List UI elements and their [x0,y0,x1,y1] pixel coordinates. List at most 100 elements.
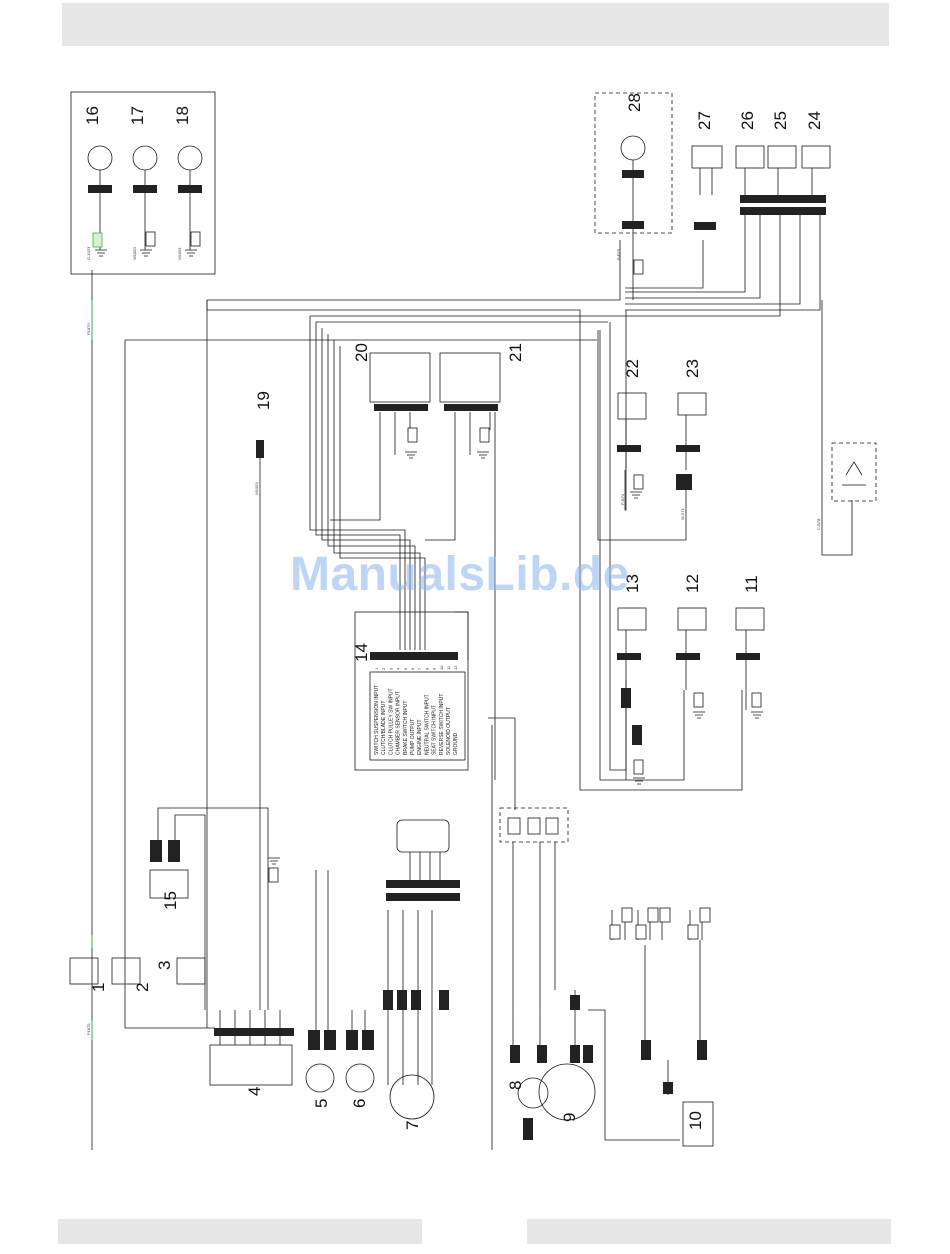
connector-9-c [570,1045,580,1063]
connector-28-b [622,221,644,229]
lamp-16-bulb [87,145,113,171]
component-label-5: 5 [312,1099,331,1108]
module-14-pin-number: 3 [388,667,393,670]
switch-4-body [209,1044,293,1086]
fuse-12 [693,692,704,708]
connector-11 [736,653,760,660]
wire-right-return [206,300,743,791]
lamp-5-6-leads [315,870,366,1050]
component-label-13: 13 [623,574,642,593]
connector-5-b [324,1030,336,1050]
module-14-function-label: REVERSE SWITCH INPUT [439,694,445,755]
component-label-19: 19 [254,391,273,410]
switch-23-body [677,392,707,416]
fuse-bottom-6 [687,924,699,940]
connector-18 [178,185,202,193]
wire-top-run-5 [321,328,411,650]
wire-return-23 [597,330,687,541]
fuse-block-2 [527,817,541,835]
wire-code-23: W-971 [680,508,685,520]
module-14-pin-number: 11 [446,665,451,670]
fuse-block-frame [499,807,569,843]
switch-leads-11-13 [625,630,747,780]
motor-7-leads [387,910,433,1085]
switch-leads-24-27 [699,168,813,195]
connector-6-b [362,1030,374,1050]
component-label-22: 22 [623,359,642,378]
component-label-7: 7 [403,1121,422,1130]
wire-top-run-8 [315,322,401,650]
horn-dashed-frame [831,442,877,502]
footer-band-left [58,1219,422,1244]
wire-code-19: W1053 [254,482,259,495]
fuse-21 [479,427,490,443]
ground-16 [95,249,107,257]
wire-top-run-2 [207,240,621,301]
module-14-function-label: GROUND [453,732,459,755]
switch-2-body [111,957,141,985]
connector-15-a [150,840,162,862]
solenoid-15-wires [157,807,269,1010]
component-label-2: 2 [133,983,152,992]
wire-24-b [625,215,761,299]
lamp-leads [99,160,634,300]
lamp-28-dashed-frame [594,92,673,234]
relay-20-body [369,352,431,403]
module-14-function-label: CLUTCH PULLEY SW INPUT [388,688,394,755]
wire-horn [821,300,853,556]
connector-15-b [168,840,180,862]
fuse-20 [407,427,418,443]
component-label-21: 21 [506,343,525,362]
fuse-bottom-7 [699,907,711,923]
wire-code-power-green: P1870 [86,323,91,335]
fuse-block-3 [545,817,559,835]
relay-leads [379,412,491,500]
connector-21 [444,404,498,411]
module-14-pin-number: 2 [381,667,386,670]
connector-7-pin-4 [439,990,449,1010]
component-label-27: 27 [695,111,714,130]
plug-module-leads [409,852,441,880]
starter-9-body [538,1063,596,1121]
module-14-ground-lead [455,611,469,660]
connector-12 [676,653,700,660]
component-label-8: 8 [506,1081,525,1090]
component-label-1: 1 [89,983,108,992]
component-label-28: 28 [625,93,644,112]
footer-band-right [527,1219,891,1244]
switch-24-body [801,145,831,169]
ground-18 [185,249,197,257]
ground-diode [268,857,280,865]
wire-code-28: P-B75 [616,248,621,260]
connector-24-27-b [740,207,826,215]
green-fuse [92,232,103,248]
connector-13-plug-b [632,725,642,745]
component-label-25: 25 [771,111,790,130]
component-label-15: 15 [161,891,180,910]
wire-code-17: W1051 [177,247,182,260]
component-label-10: 10 [686,1111,705,1130]
module-14-function-label: ENGINE INPUT [417,719,423,755]
plug-module-body [396,819,450,853]
sensor-22-body [617,392,647,420]
ground-17 [140,249,152,257]
connector-9-b [537,1045,547,1063]
module-14-pin-number: 4 [396,667,401,670]
wire-code-horn: C-B78 [816,518,821,530]
ground-13 [633,777,645,785]
connector-13-plug-a [621,688,631,708]
module-14-function-label: BRAKE SWITCH INPUT [403,701,409,755]
wire-loop-left [124,340,215,1029]
switch-11-body [735,607,765,631]
connector-7-pin-3 [411,990,421,1010]
module-14-pin-number: 6 [410,667,415,670]
connector-27 [694,222,716,230]
module-14-label-panel [369,671,466,761]
component-label-11: 11 [742,575,761,593]
starter-8-body [517,1077,549,1109]
fuse-17 [145,231,156,247]
connector-6-a [346,1030,358,1050]
module-14-function-label: SEAT SWITCH INPUT [432,705,438,755]
